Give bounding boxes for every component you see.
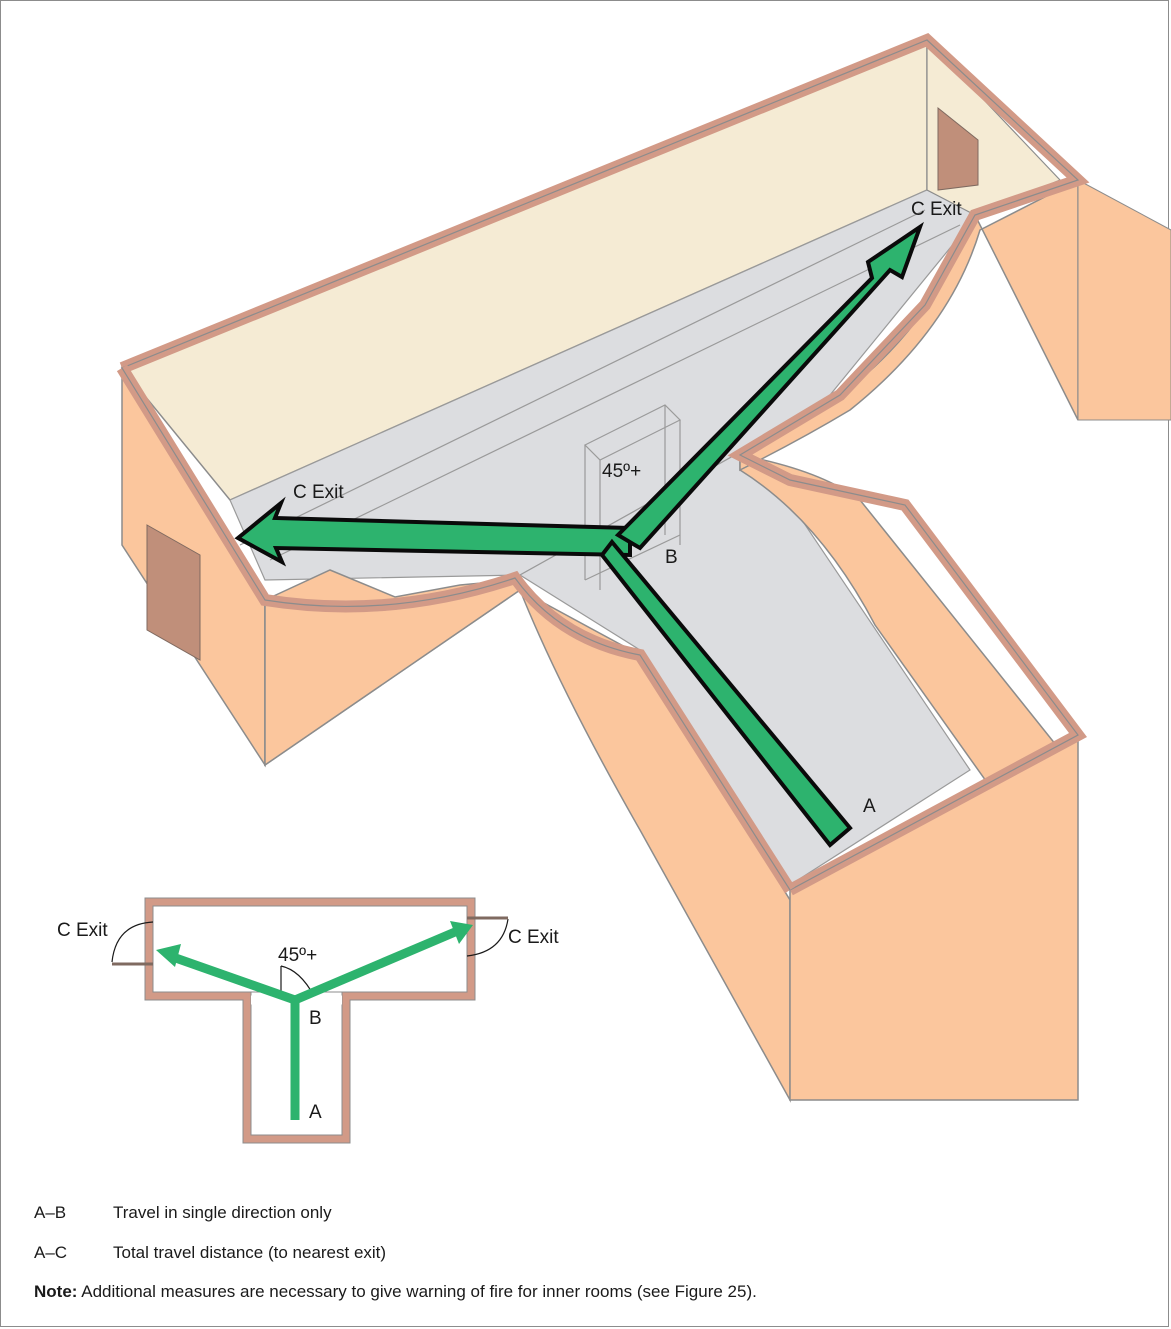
evacuation-diagram: C Exit C Exit 45º+ B A — [57, 33, 1171, 1144]
plan-arrowheads — [156, 921, 473, 967]
label-b-plan: B — [309, 1008, 322, 1029]
corridor-right-wall — [739, 454, 1061, 888]
legend-text: Travel in single direction only — [113, 1203, 332, 1222]
label-angle-plan: 45º+ — [278, 945, 317, 966]
label-exit-right-plan: C Exit — [508, 927, 559, 948]
main-room-right-outer — [1077, 179, 1171, 421]
legend-key: A–B — [34, 1203, 67, 1222]
plan-view: C Exit C Exit 45º+ B A — [57, 897, 559, 1144]
isometric-view: C Exit C Exit 45º+ B A — [116, 33, 1171, 1103]
wall-top-rim-front-outline — [121, 367, 791, 891]
label-a-plan: A — [309, 1102, 322, 1123]
label-b-3d: B — [665, 547, 678, 568]
arrow-to-right-exit — [614, 221, 924, 551]
travel-path-3d — [234, 221, 924, 848]
label-exit-right-3d: C Exit — [911, 199, 962, 220]
travel-path-plan — [168, 927, 457, 1120]
legend-row-ab: A–B Travel in single direction only — [34, 1202, 386, 1223]
label-a-3d: A — [863, 796, 876, 817]
exit-door-right — [937, 106, 979, 191]
note-label: Note: — [34, 1282, 78, 1301]
arrow-to-left-exit — [234, 496, 632, 567]
label-angle-3d: 45º+ — [602, 461, 641, 482]
label-exit-left-plan: C Exit — [57, 920, 108, 941]
legend-key: A–C — [34, 1243, 68, 1262]
note-text: Additional measures are necessary to giv… — [77, 1282, 757, 1301]
label-exit-left-3d: C Exit — [293, 482, 344, 503]
legend-row-ac: A–C Total travel distance (to nearest ex… — [34, 1242, 386, 1263]
wall-top-rim-outline — [121, 39, 1080, 891]
projection-guides — [239, 209, 961, 590]
arrow-from-a — [599, 538, 853, 848]
legend: A–B Travel in single direction only A–C … — [34, 1202, 386, 1282]
exit-door-left — [146, 524, 201, 661]
note: Note: Additional measures are necessary … — [34, 1282, 757, 1302]
legend-text: Total travel distance (to nearest exit) — [113, 1243, 387, 1262]
